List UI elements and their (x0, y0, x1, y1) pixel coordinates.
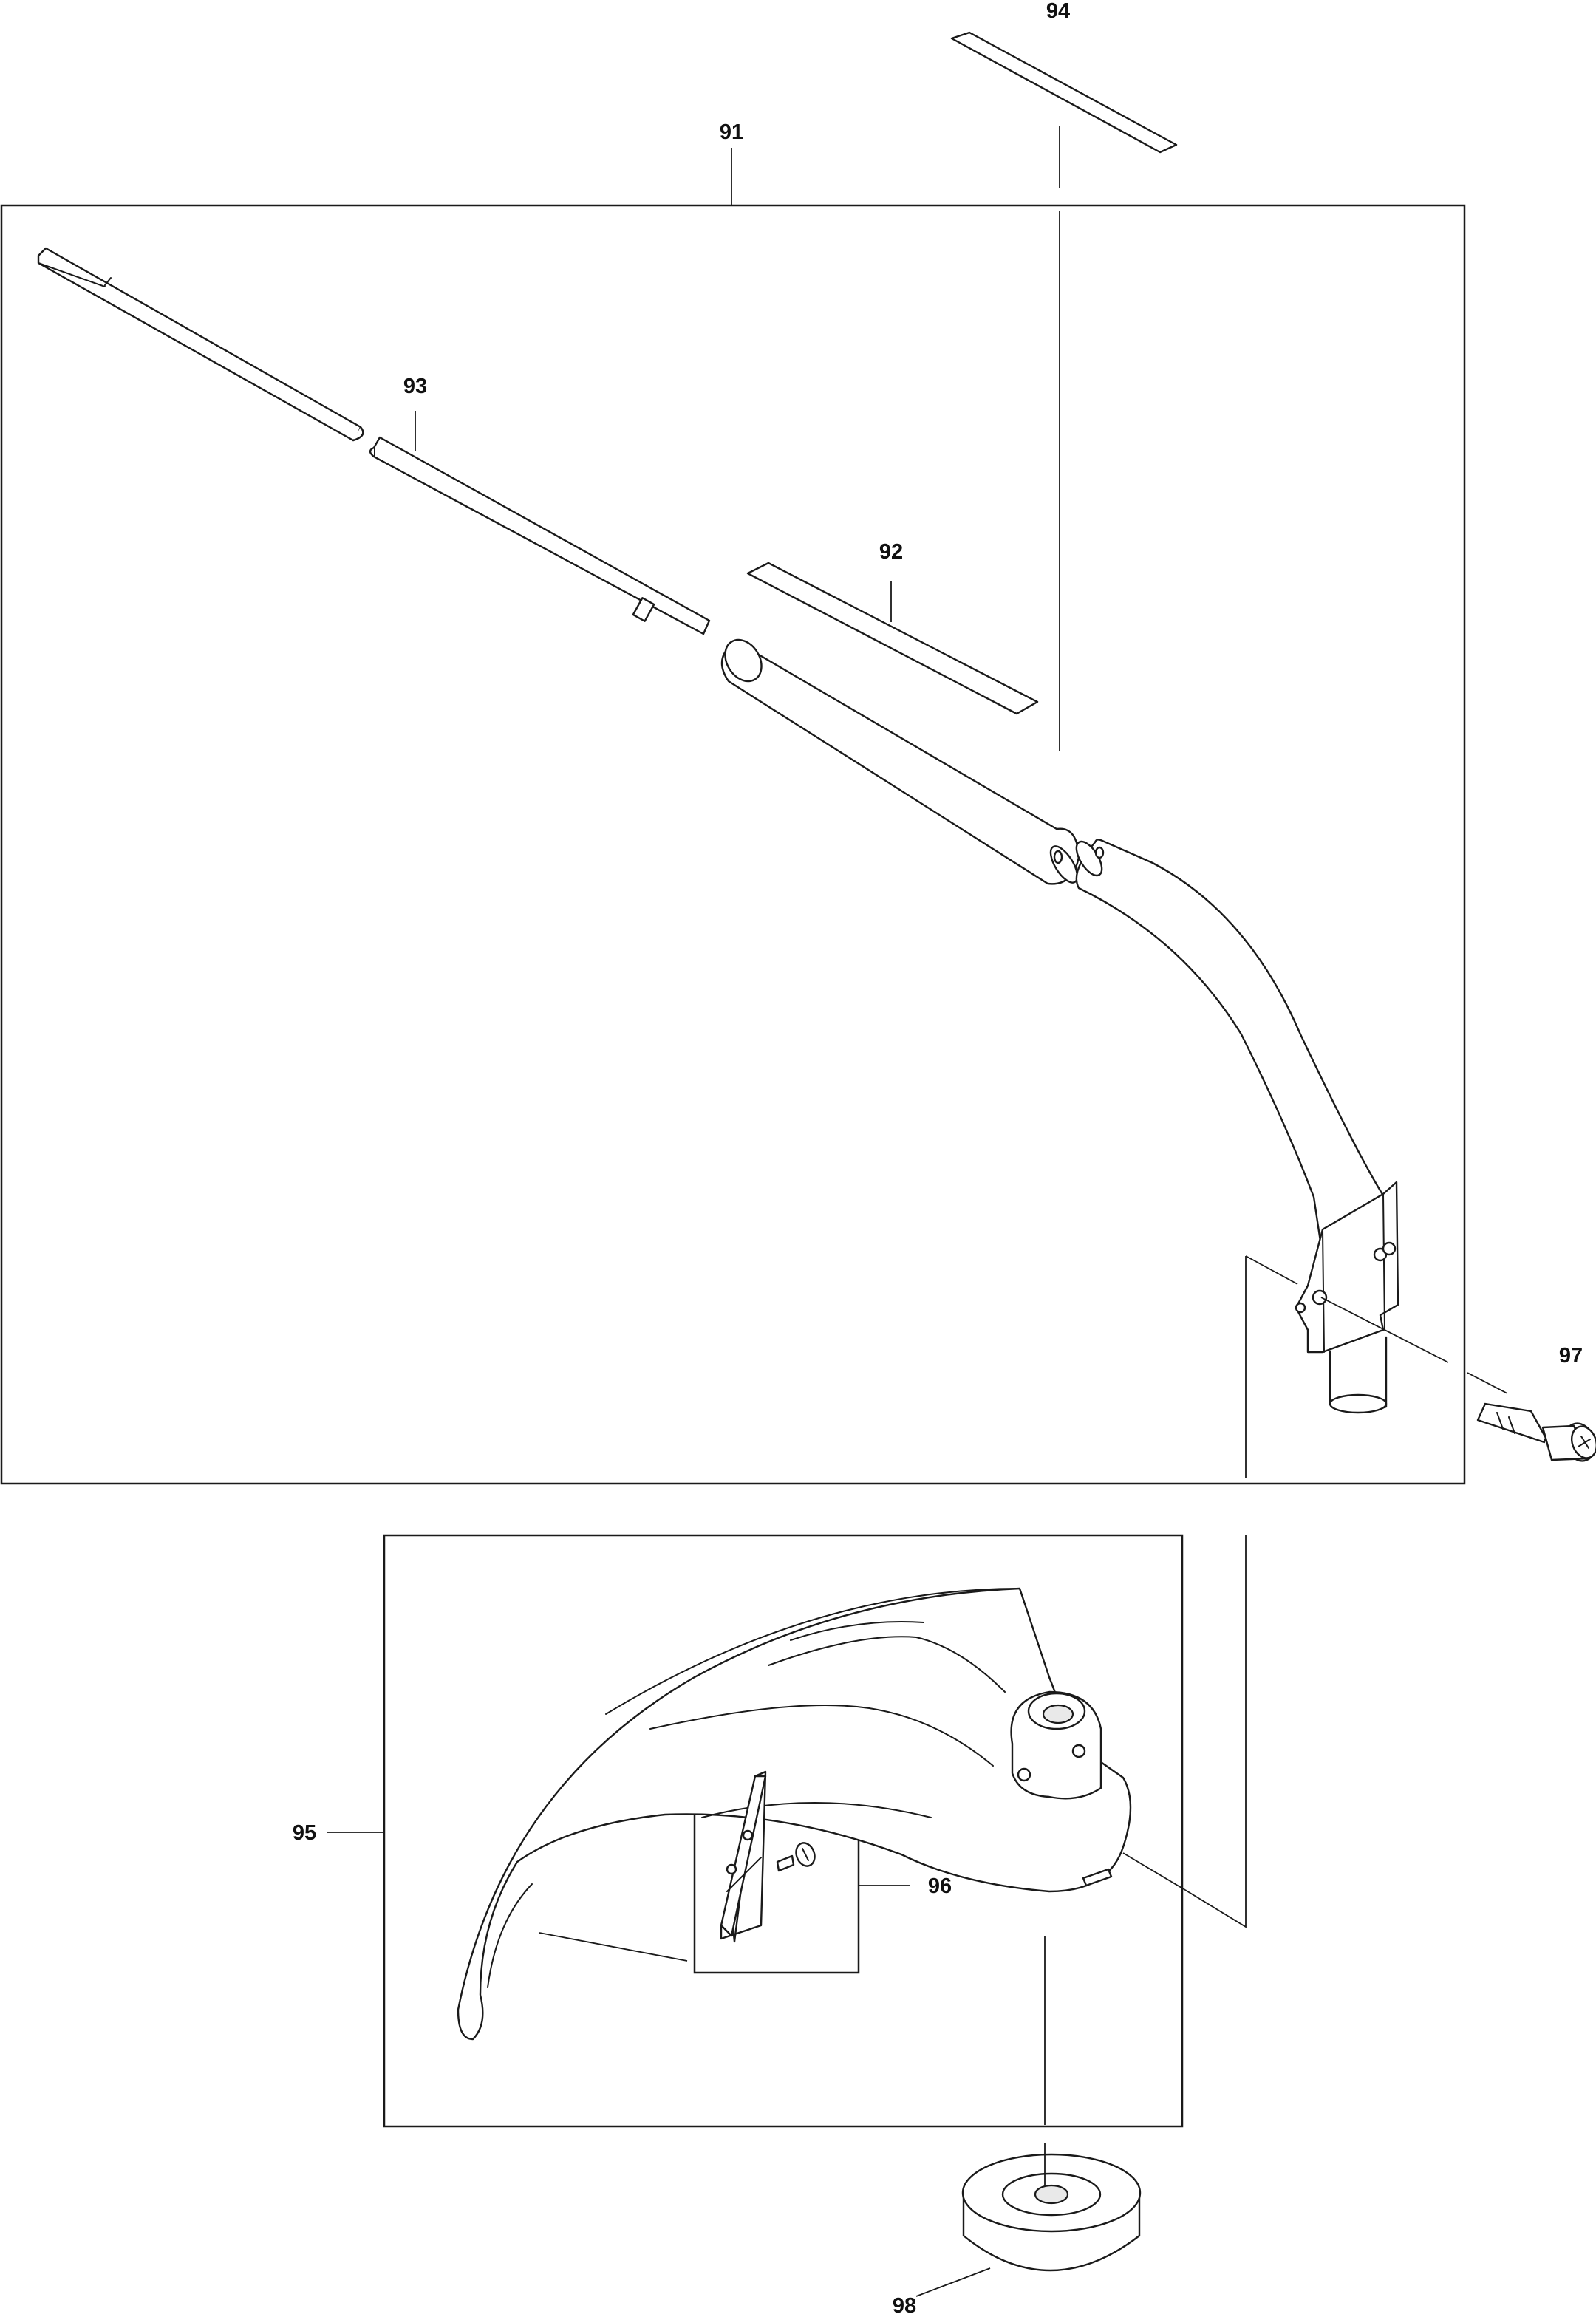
guard-icon (457, 1587, 1132, 2041)
part-label-92: 92 (879, 540, 903, 564)
leader-lines (327, 126, 1508, 2297)
part-label-93: 93 (403, 375, 427, 398)
plate-icon (720, 1770, 816, 1943)
bolt-icon (1476, 1402, 1596, 1462)
part-label-98: 98 (893, 2294, 916, 2317)
part-label-91: 91 (720, 120, 743, 144)
assembly-91-frame (0, 204, 1466, 1485)
drive-shaft-icon (37, 247, 711, 635)
part-label-96: 96 (928, 1874, 952, 1898)
shaft-tube-icon (720, 638, 1080, 885)
label-sticker-icon (746, 562, 1039, 715)
part-label-95: 95 (293, 1821, 316, 1845)
label-sticker-icon (950, 31, 1178, 154)
part-label-94: 94 (1046, 0, 1070, 23)
spacer-icon (961, 2153, 1142, 2272)
part-label-97: 97 (1559, 1344, 1583, 1368)
assembly-95-frame (383, 1534, 1184, 2128)
shaft-tube-icon (1075, 839, 1399, 1414)
